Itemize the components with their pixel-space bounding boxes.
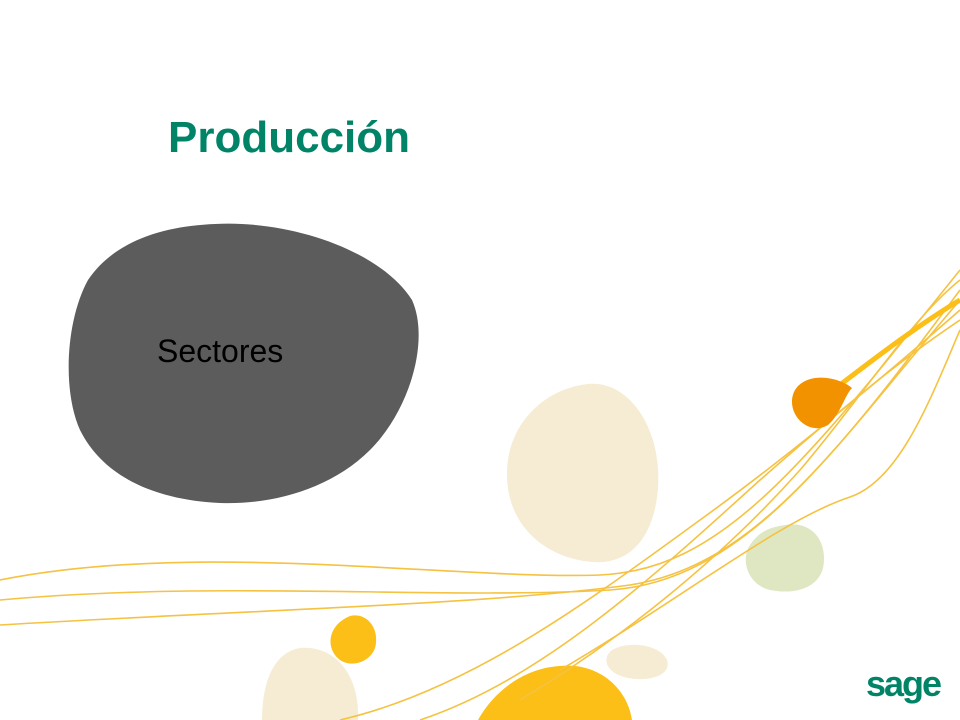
yellow-blob-small bbox=[330, 615, 377, 664]
beige-blob-bottom bbox=[262, 647, 359, 720]
sectores-shape bbox=[68, 223, 419, 504]
orange-droplet bbox=[792, 377, 852, 429]
page-title: Producción bbox=[168, 113, 411, 162]
beige-blob-large bbox=[506, 383, 659, 563]
green-blob bbox=[745, 524, 825, 592]
curve-lines bbox=[0, 269, 960, 720]
beige-blob-small bbox=[606, 644, 668, 680]
sage-logo: sage bbox=[866, 663, 942, 704]
sectores-label: Sectores bbox=[157, 333, 284, 369]
yellow-blob-bottom bbox=[478, 665, 632, 720]
